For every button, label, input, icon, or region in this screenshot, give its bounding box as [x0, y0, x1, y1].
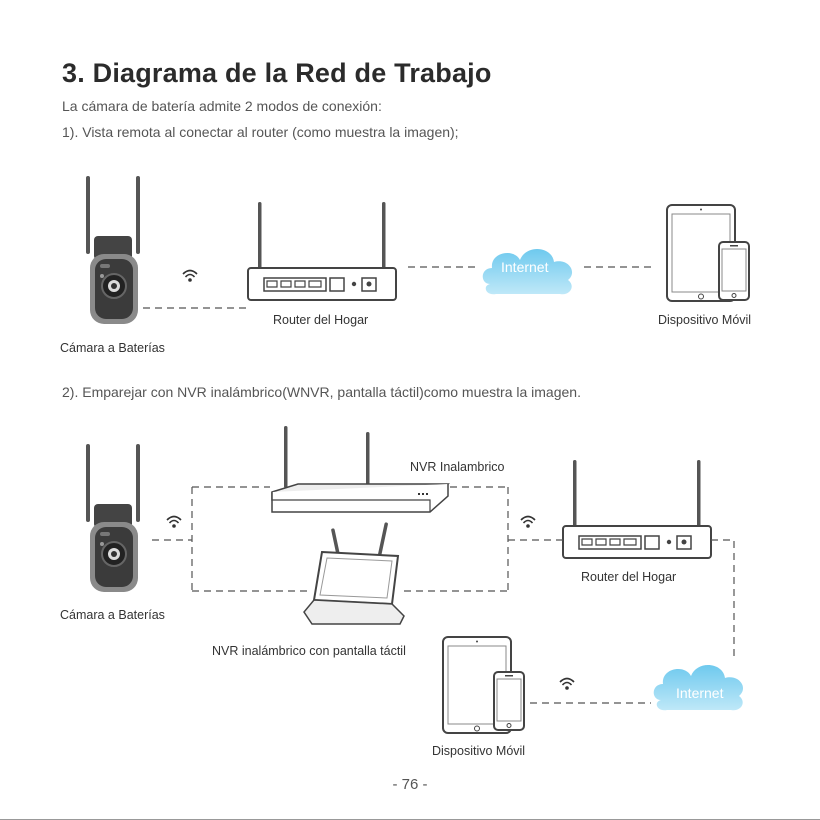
- mobile-label-1: Dispositivo Móvil: [658, 313, 752, 327]
- mode-2-text: 2). Emparejar con NVR inalámbrico(WNVR, …: [62, 384, 581, 400]
- router-label-2: Router del Hogar: [581, 570, 677, 584]
- page-number: - 76 -: [392, 776, 428, 793]
- camera-label-1: Cámara a Baterías: [60, 341, 165, 355]
- internet-label-2: Internet: [676, 685, 724, 701]
- nvr-touch-label: NVR inalámbrico con pantalla táctil: [212, 644, 406, 658]
- wifi-icon: [520, 515, 536, 529]
- camera-label-2: Cámara a Baterías: [60, 608, 165, 622]
- mobile-label-2: Dispositivo Móvil: [432, 744, 526, 758]
- camera-battery-icon-1: [85, 175, 141, 325]
- connection-lines-1: [143, 266, 654, 309]
- nvr-icon: [271, 426, 450, 513]
- intro-text: La cámara de batería admite 2 modos de c…: [62, 98, 382, 114]
- router-icon-1: [247, 201, 397, 301]
- router-icon-2: [562, 459, 712, 559]
- nvr-touchscreen-icon: [303, 522, 405, 625]
- nvr-label: NVR Inalambrico: [410, 460, 505, 474]
- page-title: 3. Diagrama de la Red de Trabajo: [62, 58, 492, 88]
- connection-lines-2: [152, 486, 735, 704]
- router-label-1: Router del Hogar: [273, 313, 369, 327]
- mode-1-text: 1). Vista remota al conectar al router (…: [62, 124, 459, 140]
- phone-icon-2: [493, 671, 525, 731]
- phone-icon-1: [718, 241, 750, 301]
- internet-label-1: Internet: [501, 259, 549, 275]
- wifi-icon: [166, 515, 182, 529]
- wifi-icon: [182, 269, 198, 283]
- camera-battery-icon-2: [85, 443, 141, 593]
- wifi-icon: [559, 677, 575, 691]
